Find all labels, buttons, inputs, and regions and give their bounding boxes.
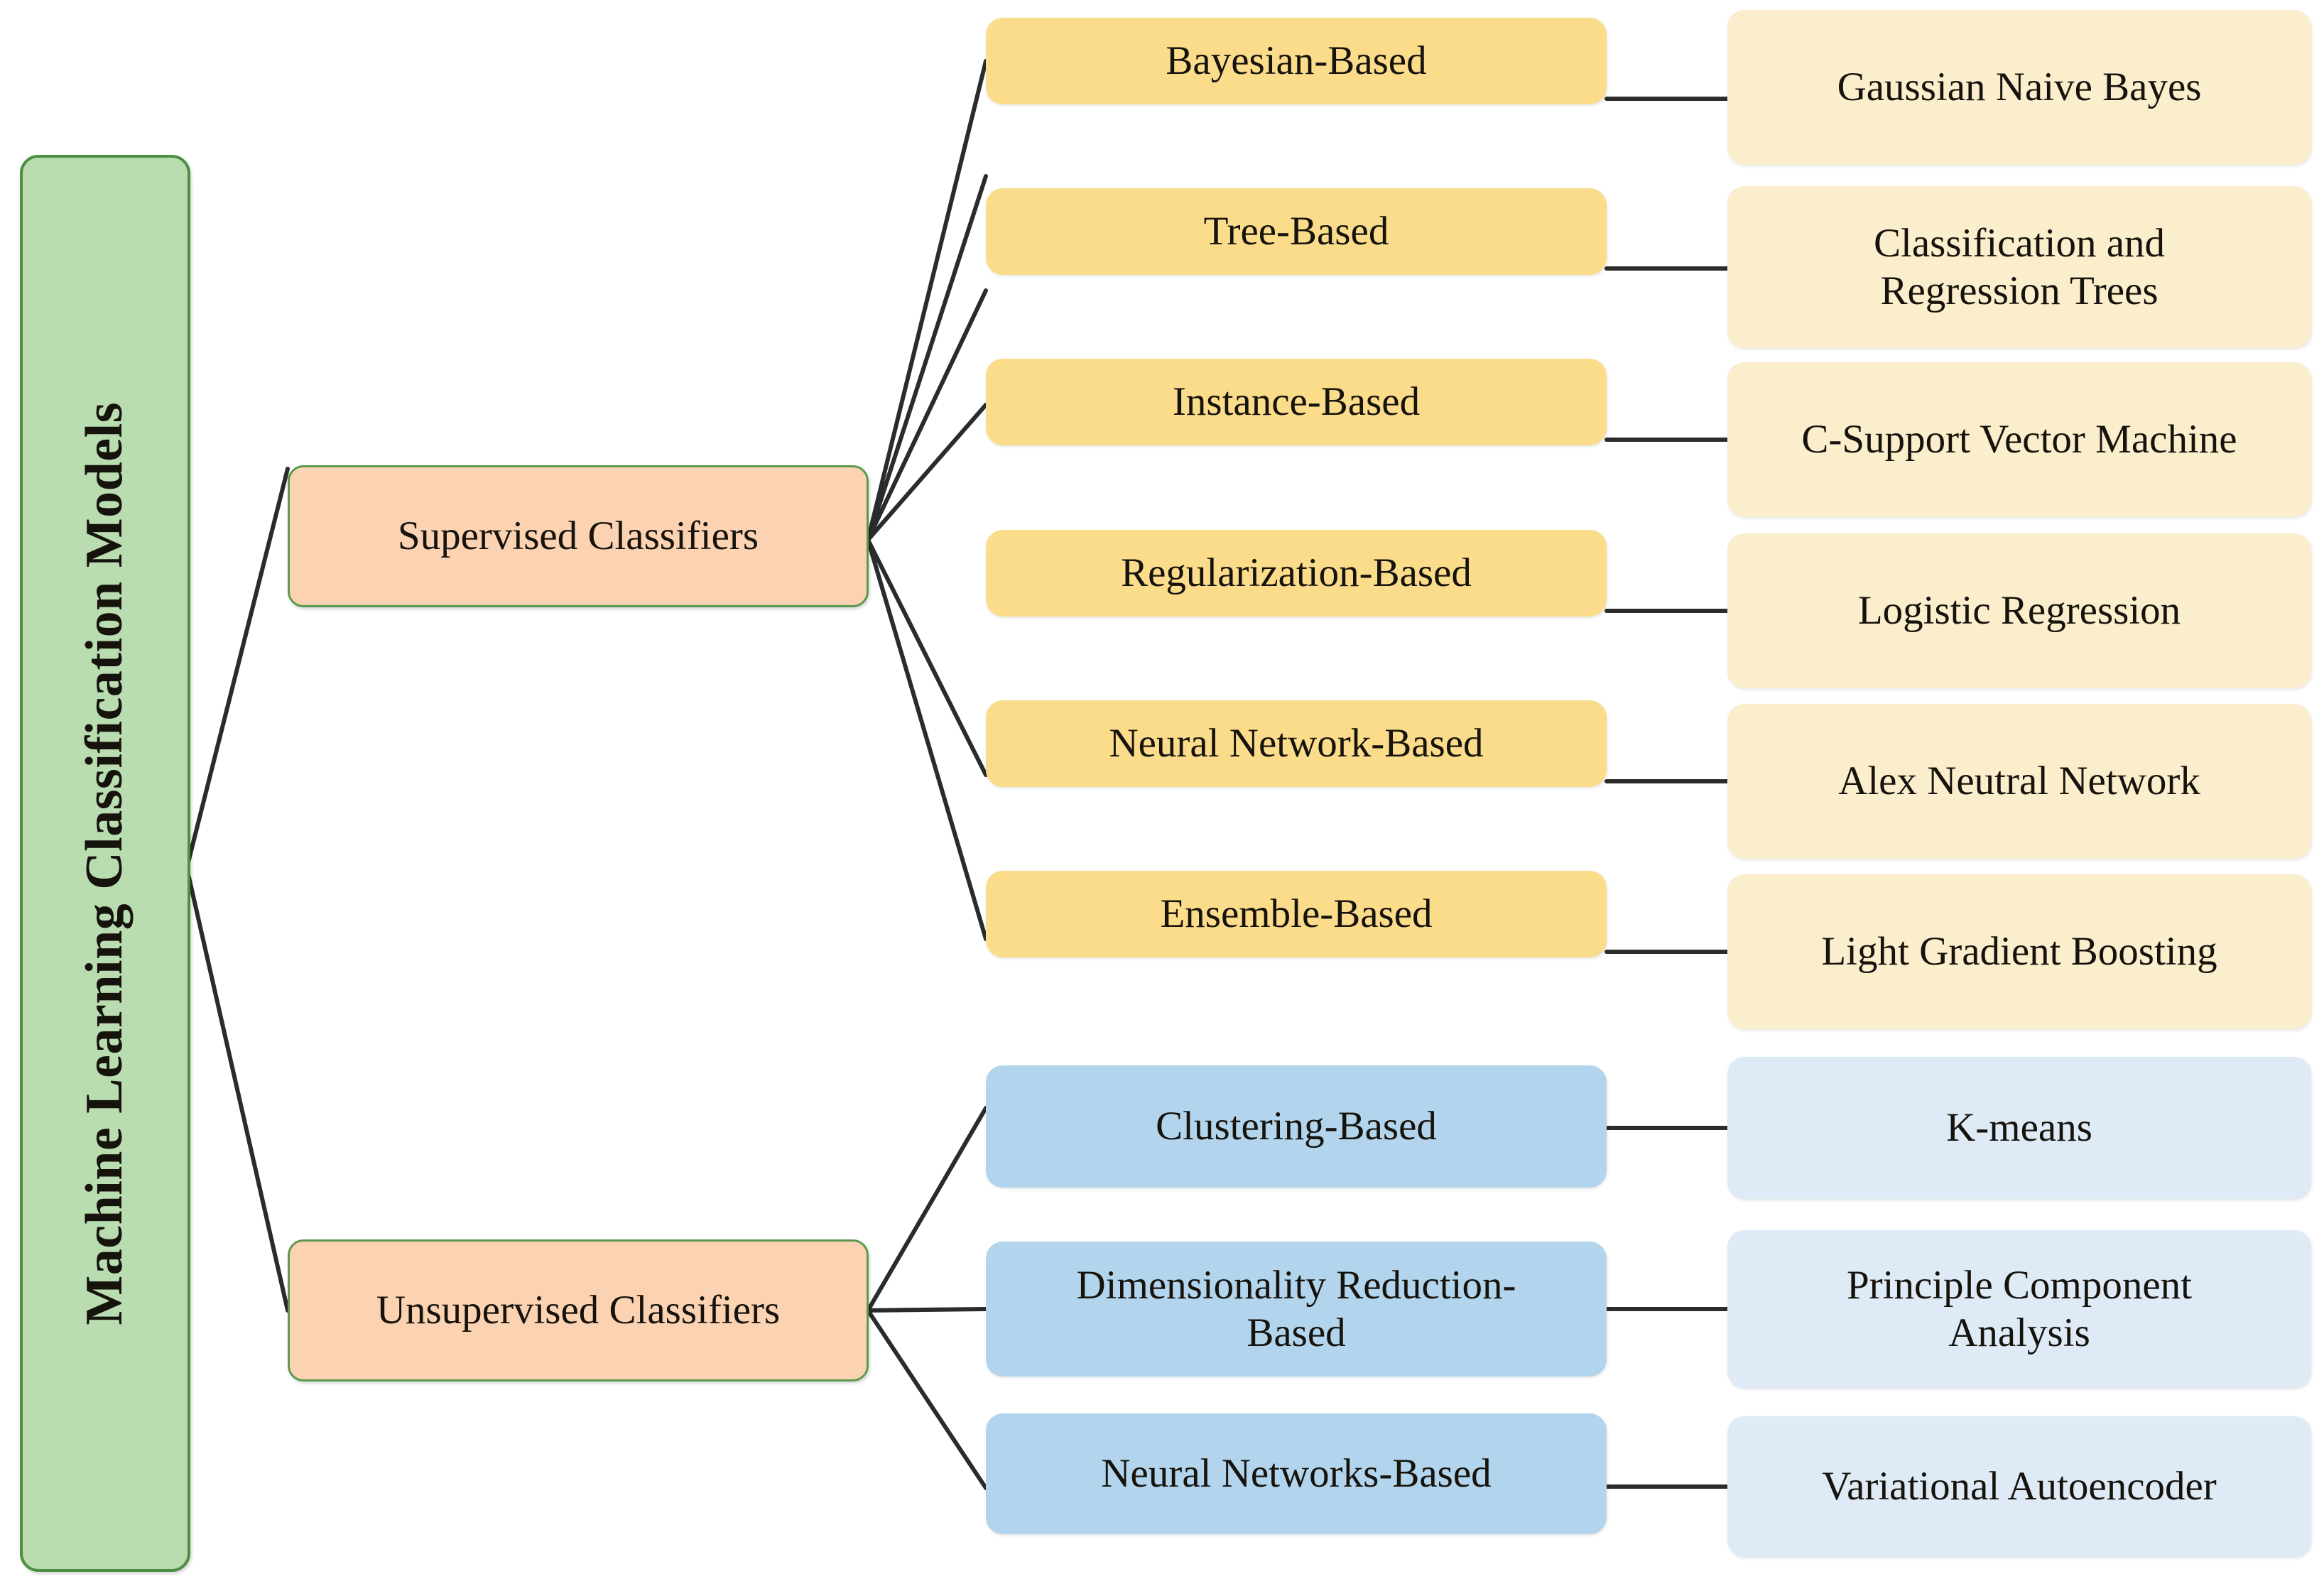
algorithm-node-logistic-regression[interactable]: Logistic Regression [1727, 533, 2311, 688]
branch-label-unsupervised: Unsupervised Classifiers [376, 1288, 781, 1333]
category-node-neural-network-based[interactable]: Neural Network-Based [986, 700, 1607, 787]
category-label-ensemble-based: Ensemble-Based [1160, 891, 1433, 937]
algorithm-label-c-support-vector-machine: C-Support Vector Machine [1801, 417, 2237, 462]
algorithm-label-k-means: K-means [1946, 1105, 2092, 1151]
connector-supervised-to-bayesian [866, 59, 988, 542]
branch-node-unsupervised-classifiers[interactable]: Unsupervised Classifiers [288, 1239, 869, 1381]
branch-node-supervised-classifiers[interactable]: Supervised Classifiers [288, 465, 869, 607]
connector-supervised-to-neuralnetwork [866, 538, 988, 777]
category-node-bayesian-based[interactable]: Bayesian-Based [986, 18, 1607, 104]
algorithm-node-variational-autoencoder[interactable]: Variational Autoencoder [1727, 1416, 2311, 1557]
algorithm-node-k-means[interactable]: K-means [1727, 1057, 2311, 1199]
branch-label-supervised: Supervised Classifiers [397, 514, 759, 559]
root-node-label: Machine Learning Classification Models [75, 401, 134, 1325]
algorithm-node-gaussian-naive-bayes[interactable]: Gaussian Naive Bayes [1727, 10, 2311, 165]
connector-root-to-supervised [185, 467, 290, 870]
category-node-regularization-based[interactable]: Regularization-Based [986, 530, 1607, 617]
category-label-dimensionality-reduction-based: Dimensionality Reduction- Based [1076, 1262, 1516, 1355]
category-node-instance-based[interactable]: Instance-Based [986, 359, 1607, 445]
root-node-machine-learning-classification-models[interactable]: Machine Learning Classification Models [20, 155, 190, 1572]
connector-supervised-to-tree [866, 174, 988, 542]
algorithm-node-light-gradient-boosting[interactable]: Light Gradient Boosting [1727, 874, 2311, 1029]
algorithm-label-principle-component-analysis: Principle Component Analysis [1846, 1262, 2193, 1355]
algorithm-node-alex-neutral-network[interactable]: Alex Neutral Network [1727, 704, 2311, 859]
category-label-neural-network-based: Neural Network-Based [1109, 721, 1484, 766]
algorithm-node-classification-and-regression-trees[interactable]: Classification and Regression Trees [1727, 186, 2311, 348]
connector-unsupervised-to-neuralnetworks [866, 1308, 988, 1490]
category-node-dimensionality-reduction-based[interactable]: Dimensionality Reduction- Based [986, 1242, 1607, 1377]
category-label-neural-networks-based: Neural Networks-Based [1101, 1451, 1492, 1497]
category-node-tree-based[interactable]: Tree-Based [986, 188, 1607, 275]
algorithm-label-light-gradient-boosting: Light Gradient Boosting [1821, 929, 2217, 975]
connector-supervised-to-instance [866, 288, 988, 542]
connector-unsupervised-to-dimensionality [866, 1307, 988, 1313]
category-label-instance-based: Instance-Based [1172, 379, 1421, 425]
connector-supervised-to-regularization [866, 403, 988, 542]
algorithm-label-logistic-regression: Logistic Regression [1857, 588, 2181, 634]
algorithm-label-classification-and-regression-trees: Classification and Regression Trees [1874, 220, 2165, 313]
category-label-regularization-based: Regularization-Based [1121, 550, 1472, 596]
connector-supervised-to-ensemble [866, 538, 988, 941]
algorithm-node-c-support-vector-machine[interactable]: C-Support Vector Machine [1727, 362, 2311, 517]
connector-root-to-unsupervised [185, 866, 290, 1313]
category-node-clustering-based[interactable]: Clustering-Based [986, 1065, 1607, 1188]
category-label-tree-based: Tree-Based [1203, 209, 1389, 254]
category-node-neural-networks-based[interactable]: Neural Networks-Based [986, 1413, 1607, 1534]
algorithm-label-gaussian-naive-bayes: Gaussian Naive Bayes [1837, 65, 2202, 110]
algorithm-node-principle-component-analysis[interactable]: Principle Component Analysis [1727, 1230, 2311, 1388]
category-label-clustering-based: Clustering-Based [1156, 1104, 1437, 1149]
algorithm-label-alex-neutral-network: Alex Neutral Network [1838, 759, 2200, 804]
connector-unsupervised-to-clustering [866, 1106, 988, 1313]
category-node-ensemble-based[interactable]: Ensemble-Based [986, 871, 1607, 957]
category-label-bayesian-based: Bayesian-Based [1166, 38, 1427, 84]
algorithm-label-variational-autoencoder: Variational Autoencoder [1822, 1464, 2217, 1509]
